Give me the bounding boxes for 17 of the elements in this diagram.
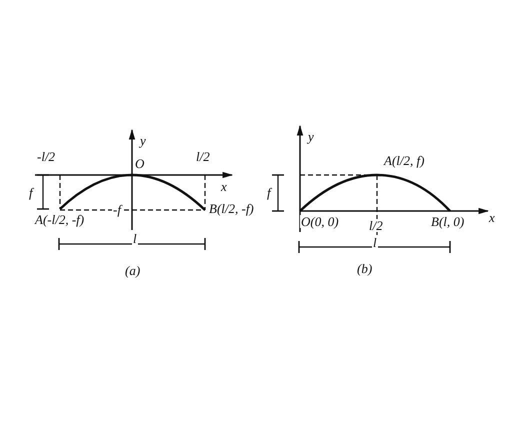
dimension-label: l [372, 236, 378, 249]
dimension-label: l [132, 232, 138, 245]
axis-label: x [488, 211, 496, 224]
subfigure-label: (a) [124, 264, 142, 277]
coordinate-label: l/2 [195, 150, 211, 163]
point-label: B(l/2, -f) [208, 202, 255, 215]
dimension-label: f [28, 186, 34, 199]
subfigure-label: (b) [356, 262, 374, 275]
point-label: A(l/2, f) [383, 154, 426, 167]
coordinate-label: -f [112, 203, 122, 216]
dimension-label: f [266, 186, 272, 199]
coordinate-label: l/2 [368, 219, 384, 232]
point-label: O(0, 0) [300, 215, 340, 228]
origin-label: O [134, 157, 146, 170]
point-label: B(l, 0) [430, 215, 466, 228]
point-label: A(-l/2, -f) [34, 213, 86, 226]
coordinate-label: -l/2 [36, 150, 56, 163]
